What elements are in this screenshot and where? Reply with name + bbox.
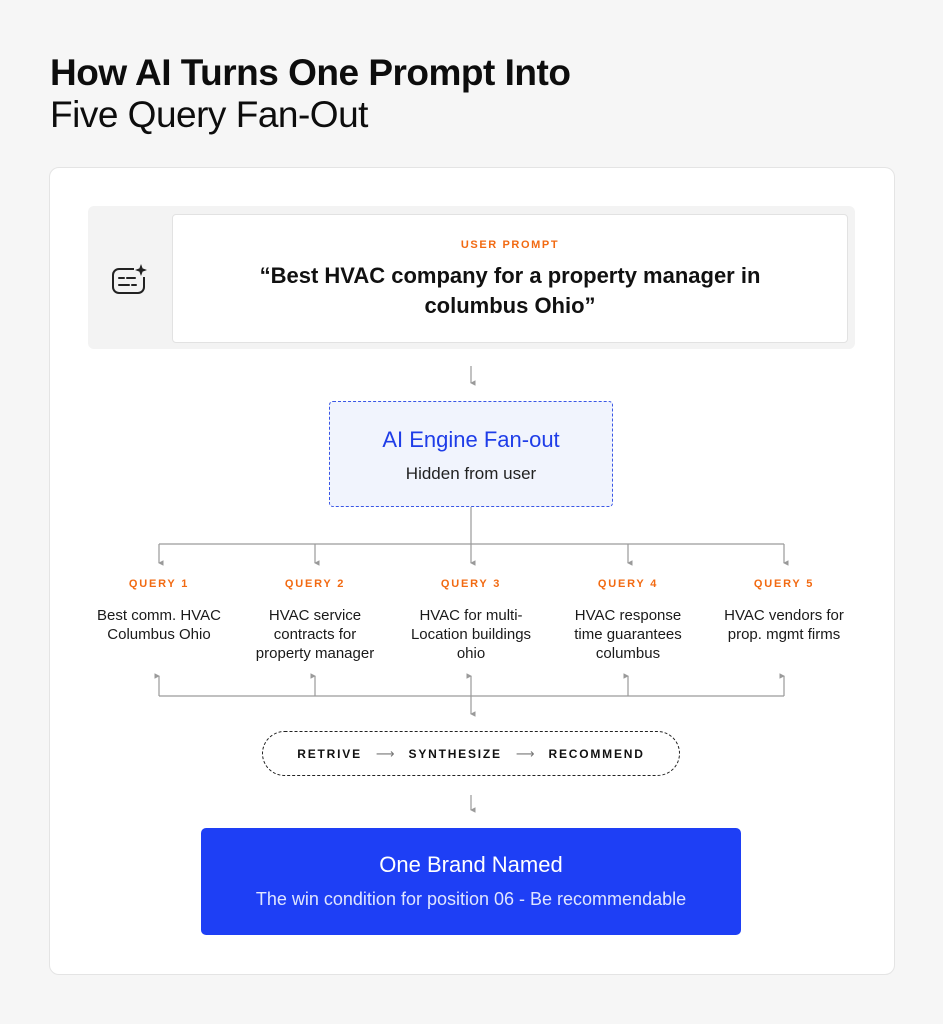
query-2: QUERY 2 HVAC service contracts for prope… <box>240 578 390 663</box>
query-text: Best comm. HVAC Columbus Ohio <box>97 607 221 643</box>
user-prompt-box: USER PROMPT “Best HVAC company for a pro… <box>172 214 848 343</box>
user-prompt-text: “Best HVAC company for a property manage… <box>259 263 761 318</box>
prompt-sparkle-icon <box>110 263 148 295</box>
query-text: HVAC for multi-Location buildings ohio <box>410 607 532 662</box>
result-box: One Brand Named The win condition for po… <box>201 828 741 935</box>
arrow-right-icon: ⟶ <box>375 745 395 761</box>
result-title: One Brand Named <box>379 852 563 877</box>
title-line-2: Five Query Fan-Out <box>50 94 368 135</box>
page-title: How AI Turns One Prompt Into Five Query … <box>50 52 571 136</box>
query-text: HVAC vendors for prop. mgmt firms <box>724 607 844 643</box>
pipeline-step-retrieve: RETRIVE <box>297 746 362 761</box>
arrow-right-icon: ⟶ <box>515 745 535 761</box>
query-label: QUERY 4 <box>597 578 659 590</box>
query-label: QUERY 3 <box>440 578 502 590</box>
title-line-1: How AI Turns One Prompt Into <box>50 52 571 93</box>
query-1: QUERY 1 Best comm. HVAC Columbus Ohio <box>84 578 234 644</box>
pipeline-step-synthesize: SYNTHESIZE <box>408 746 502 761</box>
query-label: QUERY 1 <box>128 578 190 590</box>
query-text: HVAC service contracts for property mana… <box>255 607 375 662</box>
query-label: QUERY 5 <box>753 578 815 590</box>
query-5: QUERY 5 HVAC vendors for prop. mgmt firm… <box>709 578 859 644</box>
user-prompt-label: USER PROMPT <box>460 239 560 251</box>
ai-engine-title: AI Engine Fan-out <box>382 427 560 452</box>
ai-engine-subtitle: Hidden from user <box>405 464 537 483</box>
query-3: QUERY 3 HVAC for multi-Location building… <box>396 578 546 663</box>
pipeline-box: RETRIVE ⟶ SYNTHESIZE ⟶ RECOMMEND <box>262 731 680 776</box>
pipeline-step-recommend: RECOMMEND <box>548 746 645 761</box>
query-4: QUERY 4 HVAC response time guarantees co… <box>553 578 703 663</box>
query-label: QUERY 2 <box>284 578 346 590</box>
result-subtitle: The win condition for position 06 - Be r… <box>255 889 687 909</box>
query-text: HVAC response time guarantees columbus <box>574 607 682 662</box>
ai-engine-box: AI Engine Fan-out Hidden from user <box>329 401 613 507</box>
